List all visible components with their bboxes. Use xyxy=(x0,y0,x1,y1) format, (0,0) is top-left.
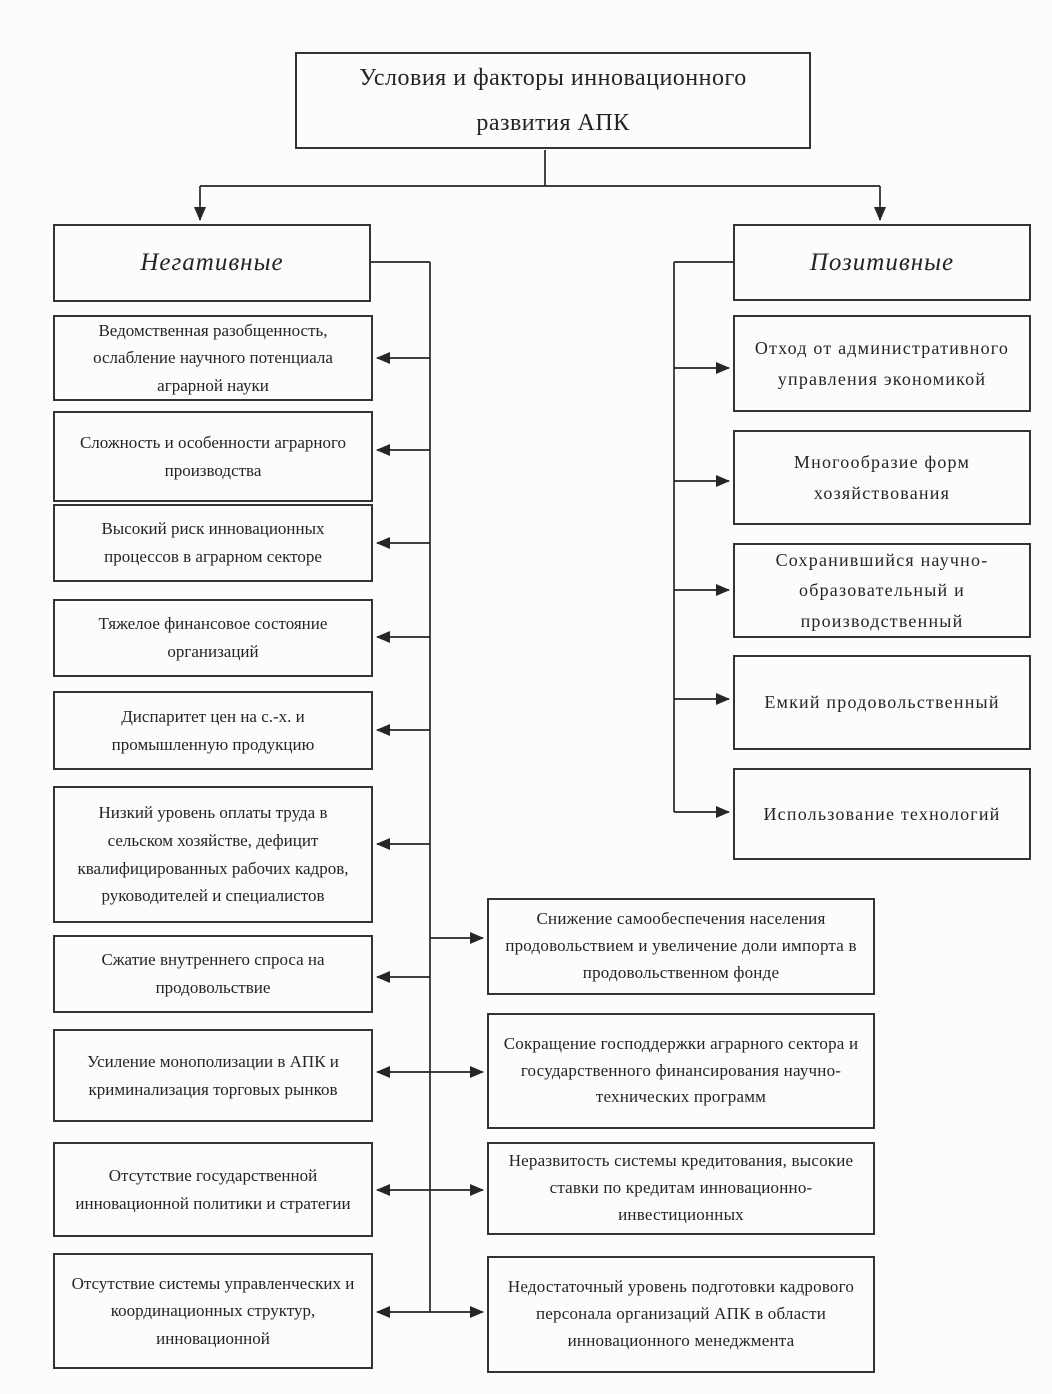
negative-factor-7-text: Сжатие внутреннего спроса на продовольст… xyxy=(101,950,325,997)
shared-factor-2-text: Сокращение господдержки аграрного сектор… xyxy=(503,1033,859,1107)
shared-factor-2: Сокращение господдержки аграрного сектор… xyxy=(487,1013,875,1129)
positive-factor-2: Многообразие форм хозяйствования xyxy=(733,430,1031,525)
positive-factor-1-text: Отход от административного управления эк… xyxy=(754,337,1010,389)
branch-negative-label: Негативные xyxy=(140,249,284,276)
branch-positive-label: Позитивные xyxy=(809,248,955,276)
negative-factor-6: Низкий уровень оплаты труда в сельском х… xyxy=(53,786,373,923)
negative-factor-1-text: Ведомственная разобщенность, ослабление … xyxy=(93,320,333,395)
positive-factor-2-text: Многообразие форм хозяйствования xyxy=(793,451,971,503)
negative-factor-4-text: Тяжелое финансовое состояние организаций xyxy=(98,614,328,661)
branch-negative: Негативные xyxy=(53,224,371,302)
shared-factor-1-text: Снижение самообеспечения населения продо… xyxy=(505,909,857,982)
negative-factor-3-text: Высокий риск инновационных процессов в а… xyxy=(101,519,325,566)
negative-factor-5-text: Диспаритет цен на с.-х. и промышленную п… xyxy=(111,706,315,754)
negative-factor-10-text: Отсутствие системы управленческих и коор… xyxy=(71,1273,355,1348)
diagram-title: Условия и факторы инновационного развити… xyxy=(295,52,811,149)
negative-factor-8-text: Усиление монополизации в АПК и криминали… xyxy=(87,1051,339,1099)
negative-factor-6-text: Низкий уровень оплаты труда в сельском х… xyxy=(77,803,349,906)
shared-factor-3-text: Неразвитость системы кредитования, высок… xyxy=(508,1151,854,1224)
negative-factor-3: Высокий риск инновационных процессов в а… xyxy=(53,504,373,582)
positive-factor-3-text: Сохранившийся научно-образовательный и п… xyxy=(775,549,989,631)
positive-factor-5: Использование технологий xyxy=(733,768,1031,860)
positive-factor-5-text: Использование технологий xyxy=(763,803,1001,824)
negative-factor-4: Тяжелое финансовое состояние организаций xyxy=(53,599,373,677)
branch-positive: Позитивные xyxy=(733,224,1031,301)
negative-factor-9-text: Отсутствие государственной инновационной… xyxy=(75,1165,351,1213)
negative-factor-1: Ведомственная разобщенность, ослабление … xyxy=(53,315,373,401)
diagram-title-text: Условия и факторы инновационного развити… xyxy=(359,65,747,136)
shared-factor-3: Неразвитость системы кредитования, высок… xyxy=(487,1142,875,1235)
positive-factor-4: Емкий продовольственный xyxy=(733,655,1031,750)
shared-factor-4: Недостаточный уровень подготовки кадрово… xyxy=(487,1256,875,1373)
negative-factor-7: Сжатие внутреннего спроса на продовольст… xyxy=(53,935,373,1013)
negative-factor-8: Усиление монополизации в АПК и криминали… xyxy=(53,1029,373,1122)
negative-factor-2-text: Сложность и особенности аграрного произв… xyxy=(79,432,347,480)
positive-factor-1: Отход от административного управления эк… xyxy=(733,315,1031,412)
shared-factor-4-text: Недостаточный уровень подготовки кадрово… xyxy=(507,1277,855,1350)
negative-factor-10: Отсутствие системы управленческих и коор… xyxy=(53,1253,373,1369)
negative-factor-2: Сложность и особенности аграрного произв… xyxy=(53,411,373,502)
negative-factor-9: Отсутствие государственной инновационной… xyxy=(53,1142,373,1237)
negative-factor-5: Диспаритет цен на с.-х. и промышленную п… xyxy=(53,691,373,770)
shared-factor-1: Снижение самообеспечения населения продо… xyxy=(487,898,875,995)
positive-factor-4-text: Емкий продовольственный xyxy=(764,692,1000,713)
positive-factor-3: Сохранившийся научно-образовательный и п… xyxy=(733,543,1031,638)
